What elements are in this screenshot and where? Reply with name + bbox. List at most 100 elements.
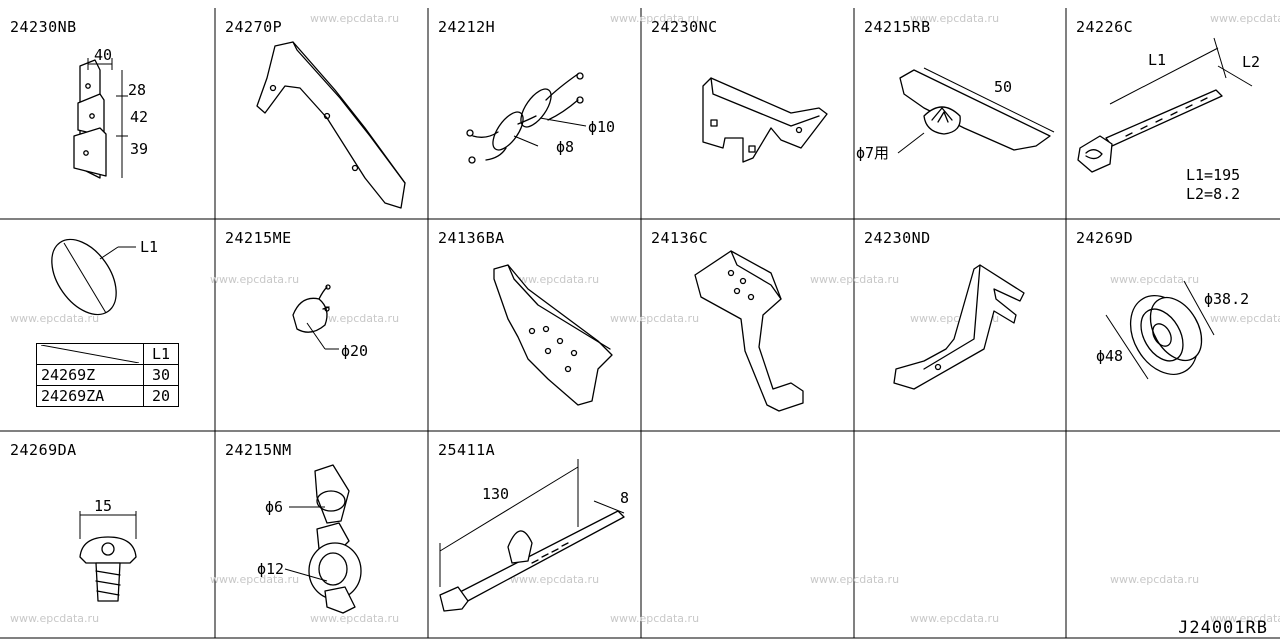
part-cell[interactable] (854, 431, 1066, 638)
part-cell[interactable]: 24269DA 15 (0, 431, 215, 638)
part-number: 24230NC (651, 18, 718, 36)
dim-label: 130 (482, 485, 509, 503)
bracket-drawing: 40 28 42 39 (73, 46, 148, 179)
dim-label: L2 (1242, 53, 1260, 71)
watermark: www.epcdata.ru (310, 12, 400, 25)
watermark: www.epcdata.ru (1210, 312, 1280, 325)
part-cell[interactable]: 24215RB 50 ϕ7用 (854, 8, 1066, 219)
bracket-drawing (256, 41, 406, 209)
watermark: www.epcdata.ru (510, 273, 600, 286)
part-cell[interactable]: 24269D ϕ38.2 ϕ48 (1066, 219, 1280, 431)
watermark: www.epcdata.ru (610, 312, 700, 325)
dim-label: ϕ12 (257, 560, 284, 578)
table-cell: 20 (143, 385, 179, 407)
part-number: 24212H (438, 18, 496, 36)
part-number: 24269D (1076, 229, 1134, 247)
part-cell[interactable] (641, 431, 854, 638)
watermark: www.epcdata.ru (1210, 12, 1280, 25)
dim-label: 40 (94, 46, 112, 64)
part-cell[interactable]: 24230NB 40 28 42 39 (0, 8, 215, 219)
watermark: www.epcdata.ru (810, 573, 900, 586)
dim-label: L1 (140, 238, 158, 256)
table-header: L1 (143, 343, 179, 365)
dim-label: ϕ6 (265, 498, 283, 516)
part-cell[interactable]: 24270P (215, 8, 428, 219)
tie-strap-drawing: 130 8 (439, 459, 629, 612)
watermark: www.epcdata.ru (910, 12, 1000, 25)
part-cell[interactable]: 24230NC (641, 8, 854, 219)
diagram-reference: J24001RB (1178, 618, 1268, 638)
dim-label: 50 (994, 78, 1012, 96)
part-number: 24136BA (438, 229, 505, 247)
watermark: www.epcdata.ru (10, 612, 100, 625)
part-cell[interactable] (1066, 431, 1280, 638)
watermark: www.epcdata.ru (210, 273, 300, 286)
table-row: 24269Z 30 (36, 364, 179, 386)
dim-label: L1=195 (1186, 166, 1240, 184)
dim-label: L1 (1148, 51, 1166, 69)
bracket-drawing (702, 77, 828, 163)
part-number: 24230NB (10, 18, 77, 36)
part-cell[interactable]: 25411A 130 8 (428, 431, 641, 638)
watermark: www.epcdata.ru (610, 612, 700, 625)
part-number: 24270P (225, 18, 283, 36)
dim-label: ϕ10 (588, 118, 615, 136)
dim-label: 42 (130, 108, 148, 126)
dim-label: ϕ20 (341, 342, 368, 360)
part-number: 24215RB (864, 18, 931, 36)
dim-label: ϕ8 (556, 138, 574, 156)
table-cell: 30 (143, 364, 179, 386)
clip-drawing: 50 ϕ7用 (856, 67, 1055, 162)
table-header-diagonal (36, 343, 144, 365)
clip-drawing: ϕ10 ϕ8 (466, 72, 615, 164)
part-cell[interactable]: 24136BA (428, 219, 641, 431)
dim-label: 28 (128, 81, 146, 99)
bracket-drawing (493, 264, 613, 406)
part-number: 24230ND (864, 229, 931, 247)
watermark: www.epcdata.ru (10, 312, 100, 325)
part-number: 24215NM (225, 441, 292, 459)
tie-strap-drawing: L1 L2 L1=195 L2=8.2 (1077, 37, 1260, 203)
dim-label: ϕ7用 (856, 144, 889, 162)
screw-drawing: 15 (79, 497, 137, 602)
grommet-drawing: ϕ38.2 ϕ48 (1096, 280, 1249, 380)
watermark: www.epcdata.ru (310, 612, 400, 625)
watermark: www.epcdata.ru (810, 273, 900, 286)
bracket-drawing (893, 264, 1025, 390)
dim-label: L2=8.2 (1186, 185, 1240, 203)
dim-label: ϕ38.2 (1204, 290, 1249, 308)
plug-drawing: ϕ20 (292, 284, 368, 360)
part-number: 24226C (1076, 18, 1134, 36)
dim-label: 39 (130, 140, 148, 158)
clip-drawing: ϕ6 ϕ12 (257, 464, 362, 614)
watermark: www.epcdata.ru (910, 612, 1000, 625)
table-row: 24269ZA 20 (36, 385, 179, 407)
size-table: L1 24269Z 30 24269ZA 20 (36, 343, 179, 407)
part-number: 25411A (438, 441, 496, 459)
part-cell[interactable]: 24212H ϕ10 ϕ8 (428, 8, 641, 219)
watermark: www.epcdata.ru (210, 573, 300, 586)
part-cell[interactable]: 24226C L1 L2 L1=195 L2=8.2 (1066, 8, 1280, 219)
dim-label: ϕ48 (1096, 347, 1123, 365)
bracket-drawing (694, 250, 804, 412)
watermark: www.epcdata.ru (310, 312, 400, 325)
watermark: www.epcdata.ru (610, 12, 700, 25)
table-cell: 24269ZA (36, 385, 144, 407)
part-cell[interactable]: 24215ME ϕ20 (215, 219, 428, 431)
part-number: 24136C (651, 229, 709, 247)
part-number: 24215ME (225, 229, 292, 247)
dim-label: 15 (94, 497, 112, 515)
part-cell[interactable]: 24230ND (854, 219, 1066, 431)
plug-drawing: L1 (51, 238, 158, 316)
dim-label: 8 (620, 489, 629, 507)
part-number: 24269DA (10, 441, 77, 459)
part-cell[interactable]: 24215NM ϕ6 ϕ12 (215, 431, 428, 638)
watermark: www.epcdata.ru (1110, 273, 1200, 286)
watermark: www.epcdata.ru (510, 573, 600, 586)
part-cell[interactable]: 24136C (641, 219, 854, 431)
part-cell[interactable]: L1 L1 24269Z 30 24269ZA 20 (0, 219, 215, 431)
watermark: www.epcdata.ru (1110, 573, 1200, 586)
watermark: www.epcdata.ru (1210, 612, 1280, 625)
